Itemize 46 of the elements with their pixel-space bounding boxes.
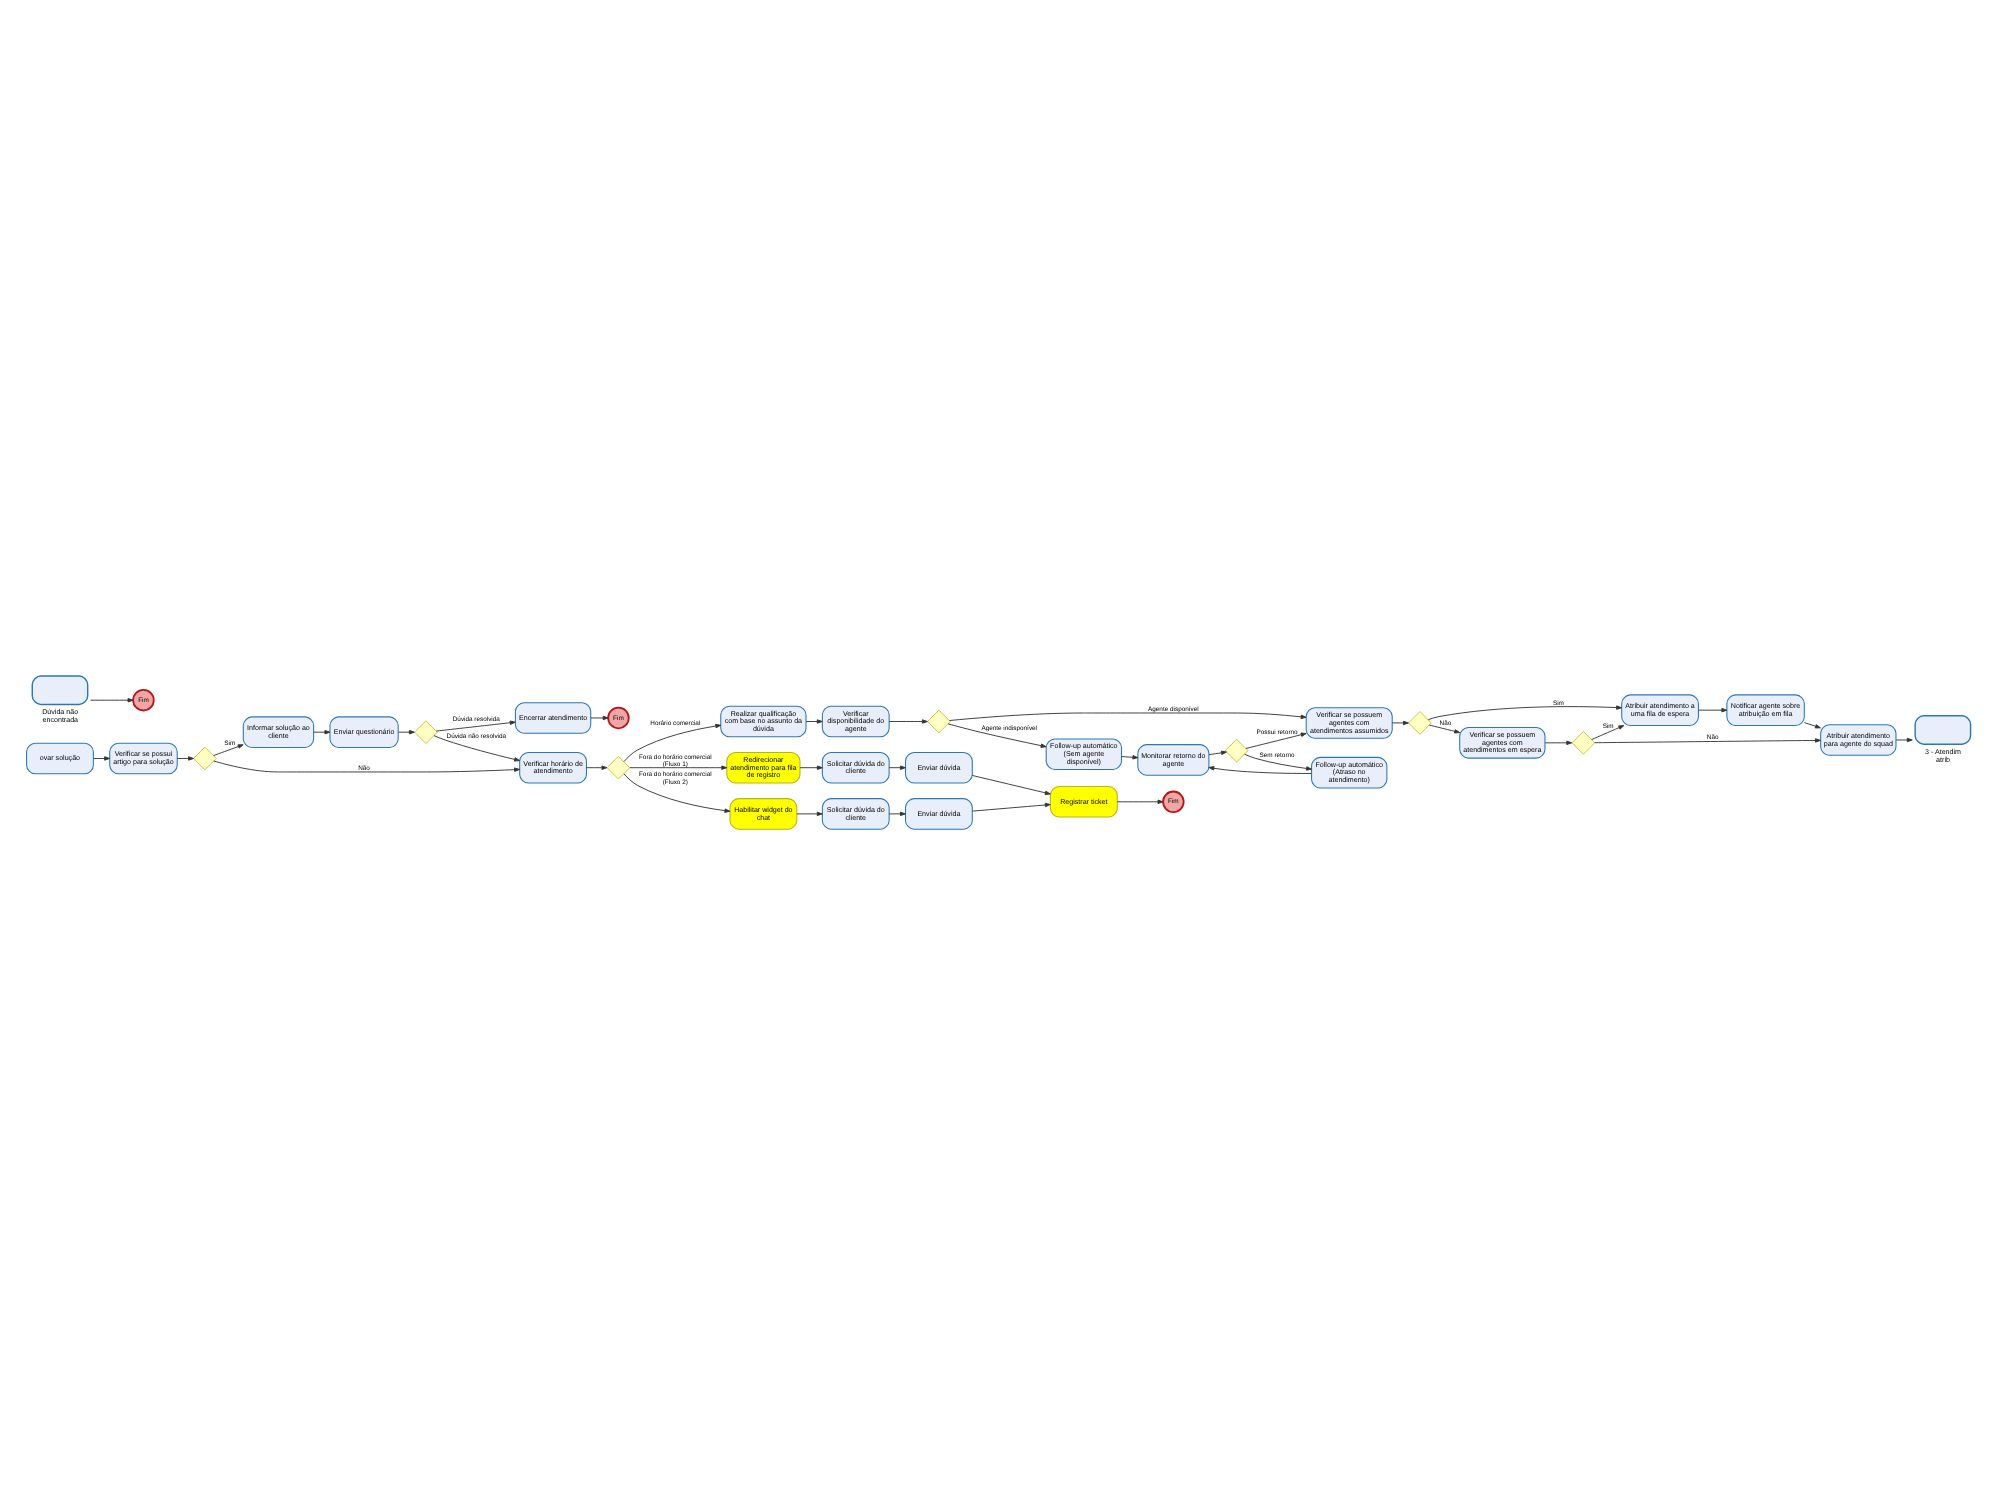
arrow	[971, 801, 1051, 811]
arrow	[888, 764, 906, 769]
arrow	[213, 743, 244, 755]
node-diamond	[1571, 730, 1596, 754]
node-diamond	[1224, 737, 1249, 762]
arrow	[90, 697, 134, 702]
arrow	[1895, 736, 1913, 742]
arrow	[1391, 719, 1409, 725]
arrow	[1591, 724, 1625, 740]
arrow	[623, 772, 731, 812]
node-diamond	[1408, 710, 1432, 734]
arrow	[888, 718, 928, 723]
arrow	[398, 728, 415, 734]
arrow	[1121, 754, 1139, 759]
arrow	[796, 810, 823, 816]
arrow	[435, 719, 516, 731]
arrow	[1428, 723, 1461, 733]
arrow	[971, 774, 1051, 794]
arrow	[213, 759, 520, 772]
arrow	[433, 734, 521, 761]
node-diamond	[193, 745, 217, 770]
arrow	[629, 764, 728, 769]
arrow	[1594, 737, 1821, 743]
arrow	[799, 764, 823, 769]
arrow	[176, 755, 194, 760]
arrow	[805, 718, 823, 723]
arrow	[1544, 739, 1573, 745]
arrow	[1804, 721, 1821, 728]
arrow	[1245, 731, 1307, 748]
arrow	[948, 711, 1307, 720]
arrow	[313, 728, 331, 734]
arrow	[623, 722, 722, 761]
arrow	[1208, 765, 1312, 773]
arrow	[1208, 749, 1227, 755]
arrow	[1116, 798, 1164, 803]
arrow	[888, 810, 906, 816]
arrow	[1698, 706, 1728, 712]
arrow	[1427, 704, 1623, 720]
arrow	[947, 722, 1047, 747]
node-diamond	[606, 754, 631, 779]
arrow	[93, 755, 111, 760]
arrow	[1244, 752, 1312, 770]
node-diamond	[927, 708, 951, 733]
arrow	[586, 764, 608, 769]
node-diamond	[414, 719, 438, 743]
arrow	[590, 714, 609, 720]
